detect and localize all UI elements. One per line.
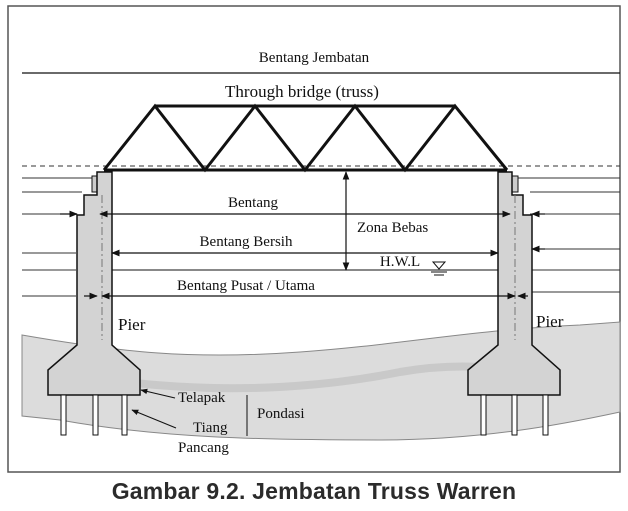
bentang-jembatan-label: Bentang Jembatan [259, 50, 370, 66]
hwl-label: H.W.L [380, 254, 420, 270]
pancang-label: Pancang [178, 440, 229, 456]
pier-edge-arrows [60, 210, 545, 300]
bank-lines-left [22, 177, 95, 297]
figure-caption: Gambar 9.2. Jembatan Truss Warren [111, 478, 517, 504]
bentang-bersih-label: Bentang Bersih [200, 234, 293, 250]
zona-bebas-label: Zona Bebas [357, 220, 428, 236]
pier-left-label: Pier [118, 315, 146, 334]
bentang-pusat-label: Bentang Pusat / Utama [177, 278, 315, 294]
pier-right-label: Pier [536, 312, 564, 331]
through-bridge-label: Through bridge (truss) [225, 82, 379, 101]
telapak-label: Telapak [178, 390, 226, 406]
bentang-label: Bentang [228, 195, 278, 211]
foundation-leader-arrows [131, 388, 177, 429]
tiang-label: Tiang [193, 420, 228, 436]
warren-truss [102, 103, 509, 173]
left-pier [47, 171, 141, 436]
pondasi-label: Pondasi [257, 406, 305, 422]
right-pier [467, 171, 561, 436]
water-level-icon [431, 261, 447, 276]
